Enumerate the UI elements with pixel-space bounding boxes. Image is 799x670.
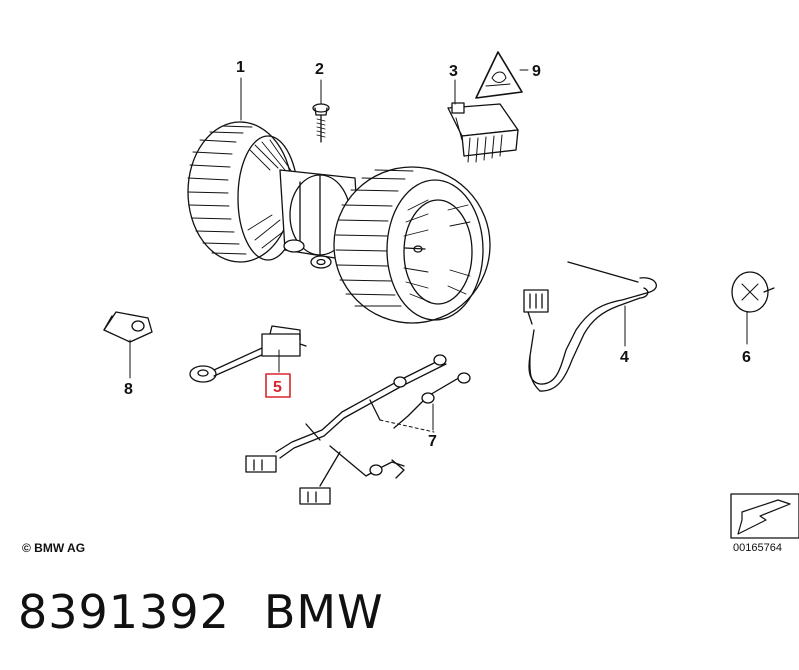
warning-label-part-9[interactable] [475,51,523,99]
footer: 8391392 BMW [18,585,384,639]
callout-5: 5 [273,379,282,396]
callout-7: 7 [428,433,437,450]
sensor-part-8[interactable] [103,311,153,343]
screw-part-2[interactable] [312,103,330,143]
highlight-box [265,373,291,398]
callout-3: 3 [449,63,458,80]
brand-name: BMW [263,585,384,639]
callout-1: 1 [236,59,245,76]
part-number: 8391392 [18,585,230,639]
callout-6: 6 [742,349,751,366]
wiring-harness-part-7[interactable] [245,354,471,505]
temperature-sensor-part-5[interactable] [189,325,307,383]
clip-part-6[interactable] [731,271,775,313]
diagram-reference-number: 00165764 [733,542,782,554]
cable-harness-part-4[interactable] [523,261,657,392]
callout-2: 2 [315,61,324,78]
resistor-part-3[interactable] [447,102,519,163]
orientation-arrow-icon [730,493,799,539]
callout-8: 8 [124,381,133,398]
callout-4: 4 [620,349,629,366]
blower-motor-part-1[interactable] [187,121,491,324]
callout-9: 9 [532,63,541,80]
copyright-text: © BMW AG [22,541,86,555]
leader-lines [129,69,748,433]
